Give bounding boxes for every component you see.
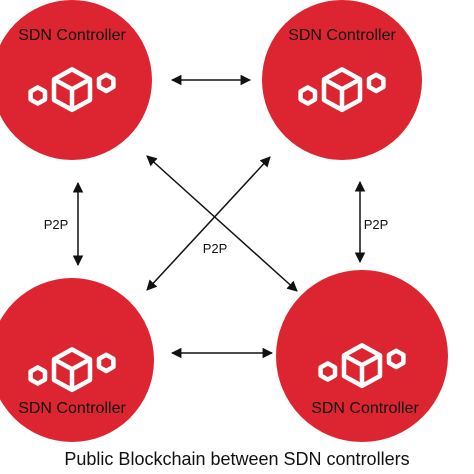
node-label: SDN Controller — [311, 400, 419, 417]
node-label: SDN Controller — [18, 27, 126, 44]
node-circle — [262, 0, 422, 160]
node-circle — [0, 278, 154, 442]
edge-label-top-left-bottom-left: P2P — [44, 217, 69, 232]
node-label: SDN Controller — [18, 400, 126, 417]
node-circle — [0, 0, 152, 160]
edge-top-left-bottom-right — [146, 155, 298, 292]
edge-label-top-left-bottom-right: P2P — [203, 241, 228, 256]
node-circle — [276, 270, 448, 442]
edges-layer — [72, 74, 366, 359]
node-top-right: SDN Controller — [262, 0, 422, 160]
edge-top-right-bottom-left — [146, 156, 271, 291]
node-bottom-left: SDN Controller — [0, 278, 154, 442]
node-top-left: SDN Controller — [0, 0, 152, 160]
diagram-caption: Public Blockchain between SDN controller… — [64, 449, 409, 469]
node-bottom-right: SDN Controller — [276, 270, 448, 442]
node-label: SDN Controller — [288, 27, 396, 44]
edge-labels-layer: P2P P2P P2P — [44, 217, 389, 256]
edge-label-top-right-bottom-right: P2P — [364, 217, 389, 232]
